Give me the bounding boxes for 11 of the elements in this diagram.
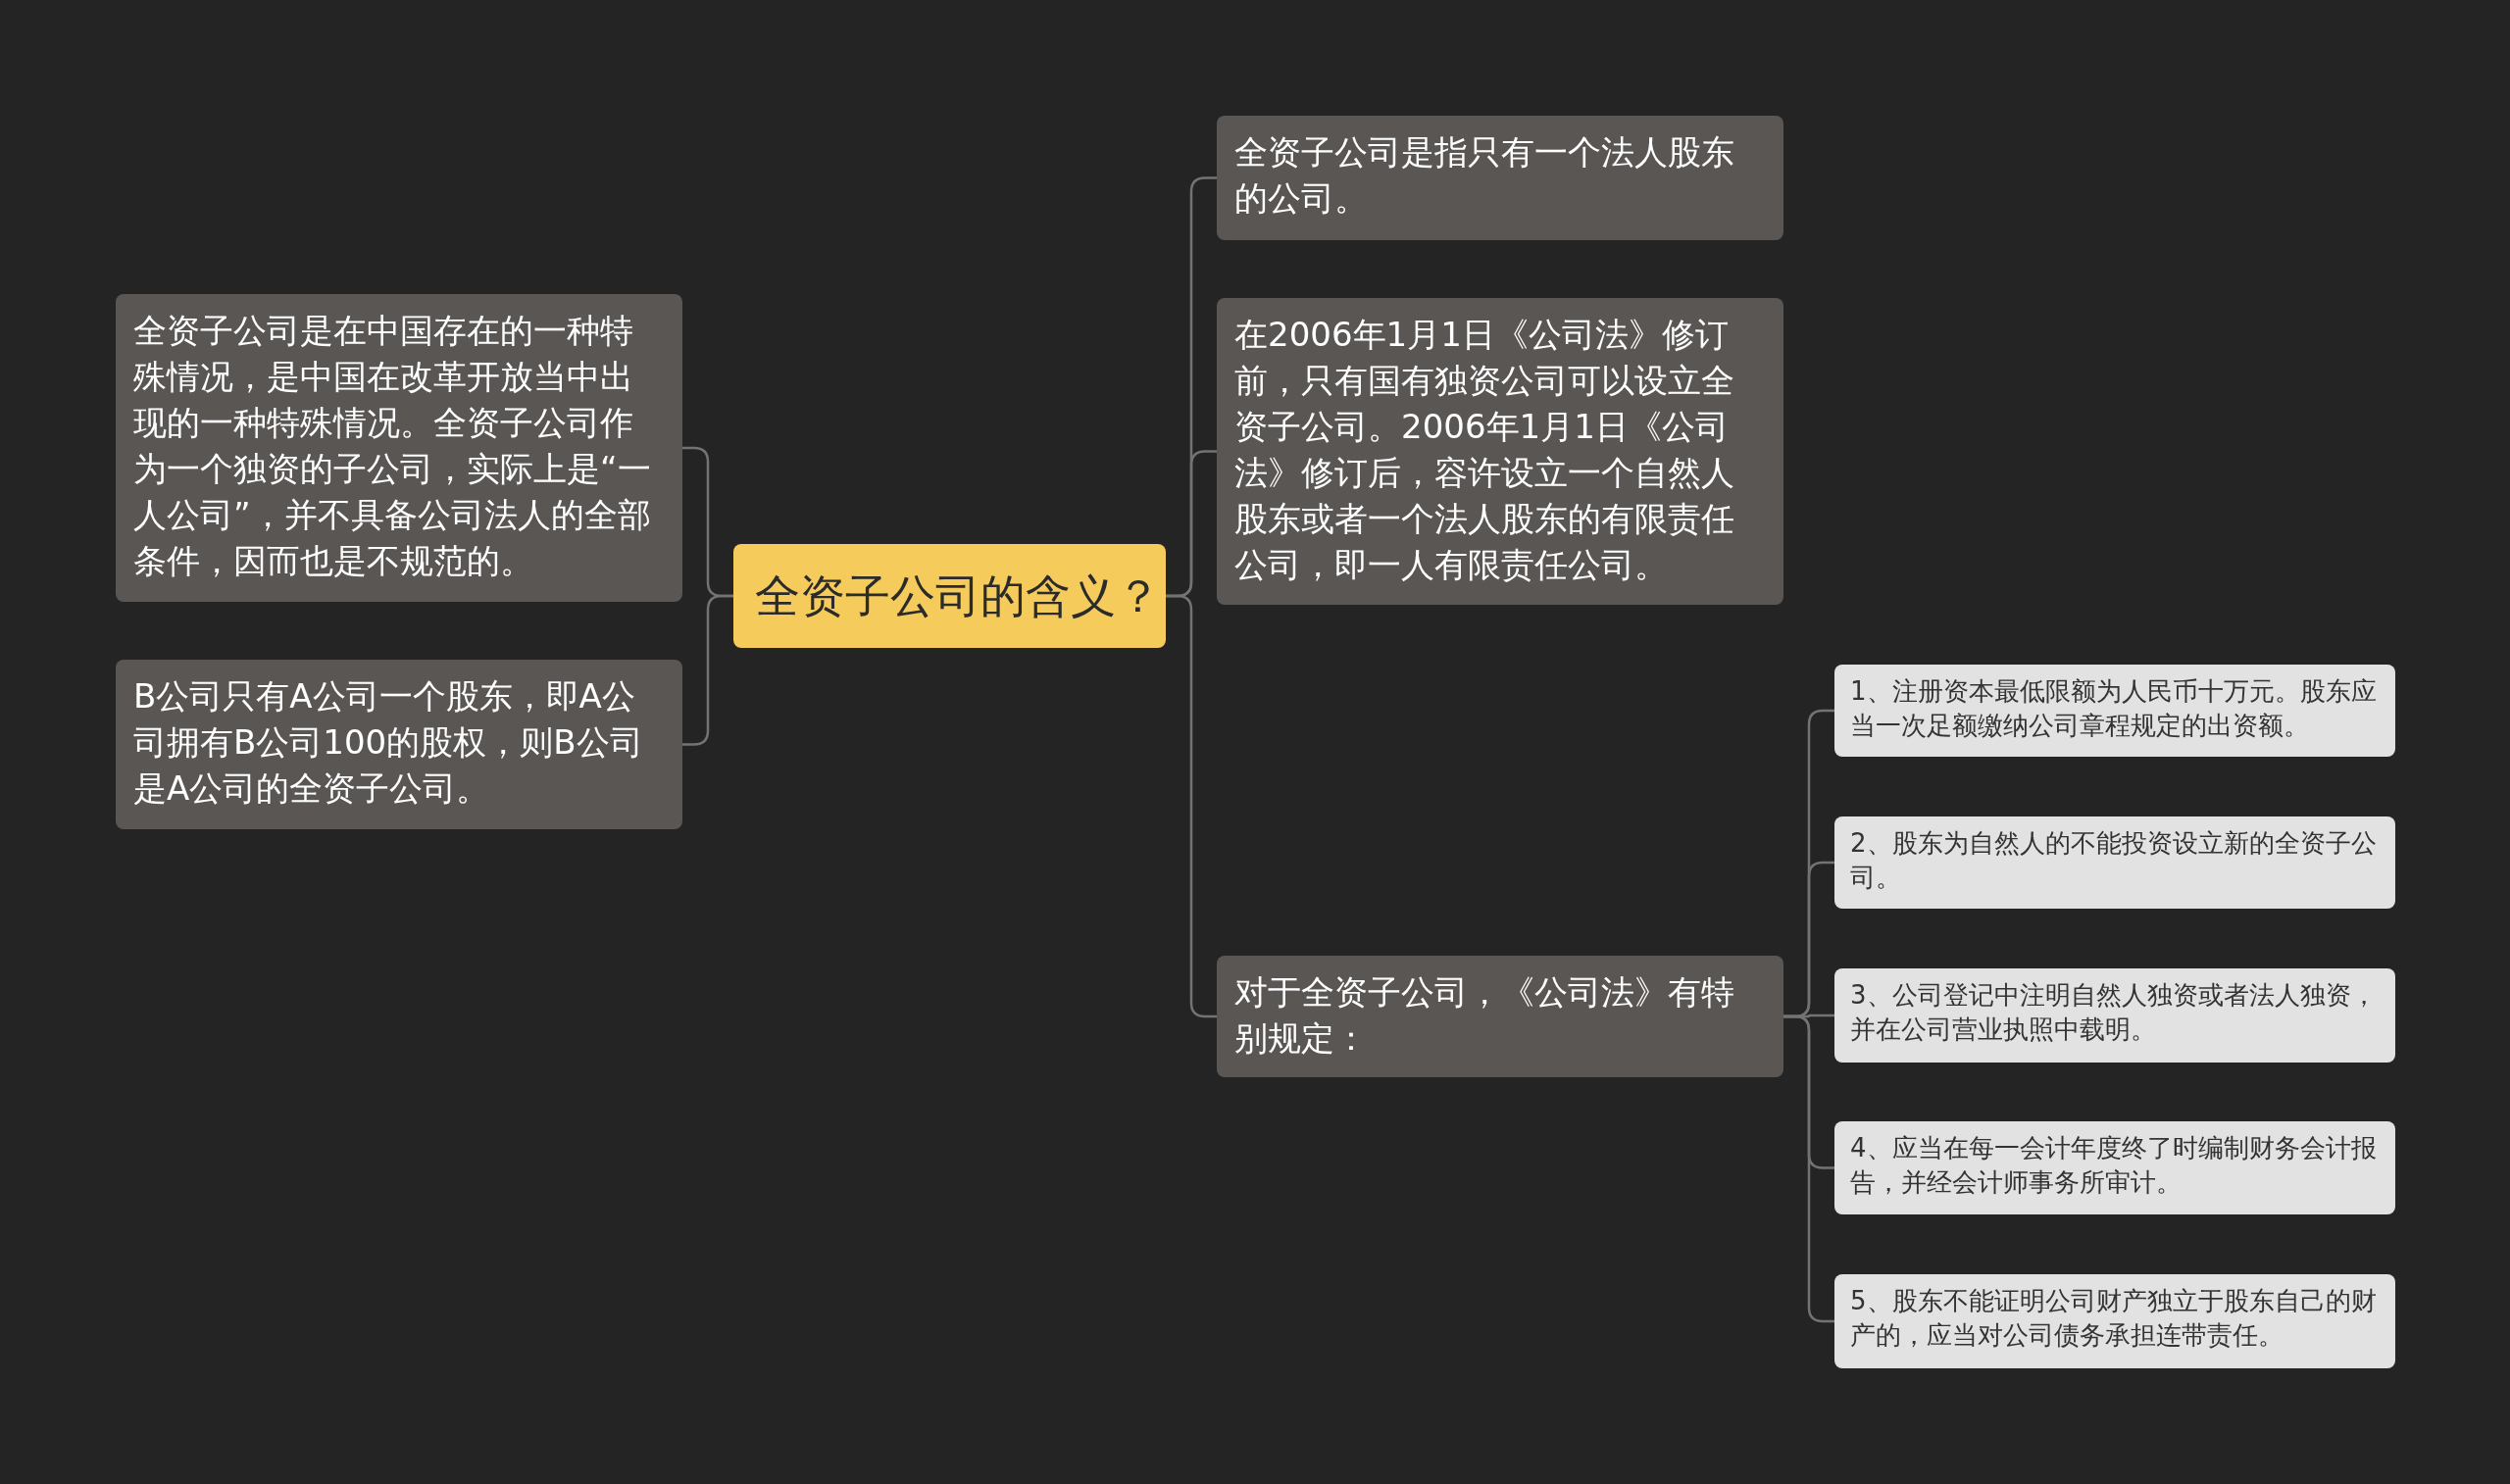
topic-card: 在2006年1月1日《公司法》修订前，只有国有独资公司可以设立全资子公司。2006年1月1日《公司法》修订后，容许设立一个自然人股东或者一个法人股东的有限责任公司，即一人有限责任公司。 [1217,298,1783,605]
subtopic-card: 2、股东为自然人的不能投资设立新的全资子公司。 [1834,816,2395,909]
central-topic: 全资子公司的含义？ [733,544,1166,648]
subtopic-card: 4、应当在每一会计年度终了时编制财务会计报告，并经会计师事务所审计。 [1834,1121,2395,1214]
topic-card: 全资子公司是在中国存在的一种特殊情况，是中国在改革开放当中出现的一种特殊情况。全资子公司作为一个独资的子公司，实际上是“一人公司”，并不具备公司法人的全部条件，因而也是不规范的。 [116,294,682,602]
topic-card: 对于全资子公司，《公司法》有特别规定： [1217,956,1783,1077]
subtopic-card: 5、股东不能证明公司财产独立于股东自己的财产的，应当对公司债务承担连带责任。 [1834,1274,2395,1368]
topic-card: 全资子公司是指只有一个法人股东的公司。 [1217,116,1783,240]
subtopic-card: 1、注册资本最低限额为人民币十万元。股东应当一次足额缴纳公司章程规定的出资额。 [1834,665,2395,757]
subtopic-card: 3、公司登记中注明自然人独资或者法人独资，并在公司营业执照中载明。 [1834,968,2395,1063]
topic-card: B公司只有A公司一个股东，即A公司拥有B公司100的股权，则B公司是A公司的全资子公司。 [116,660,682,829]
